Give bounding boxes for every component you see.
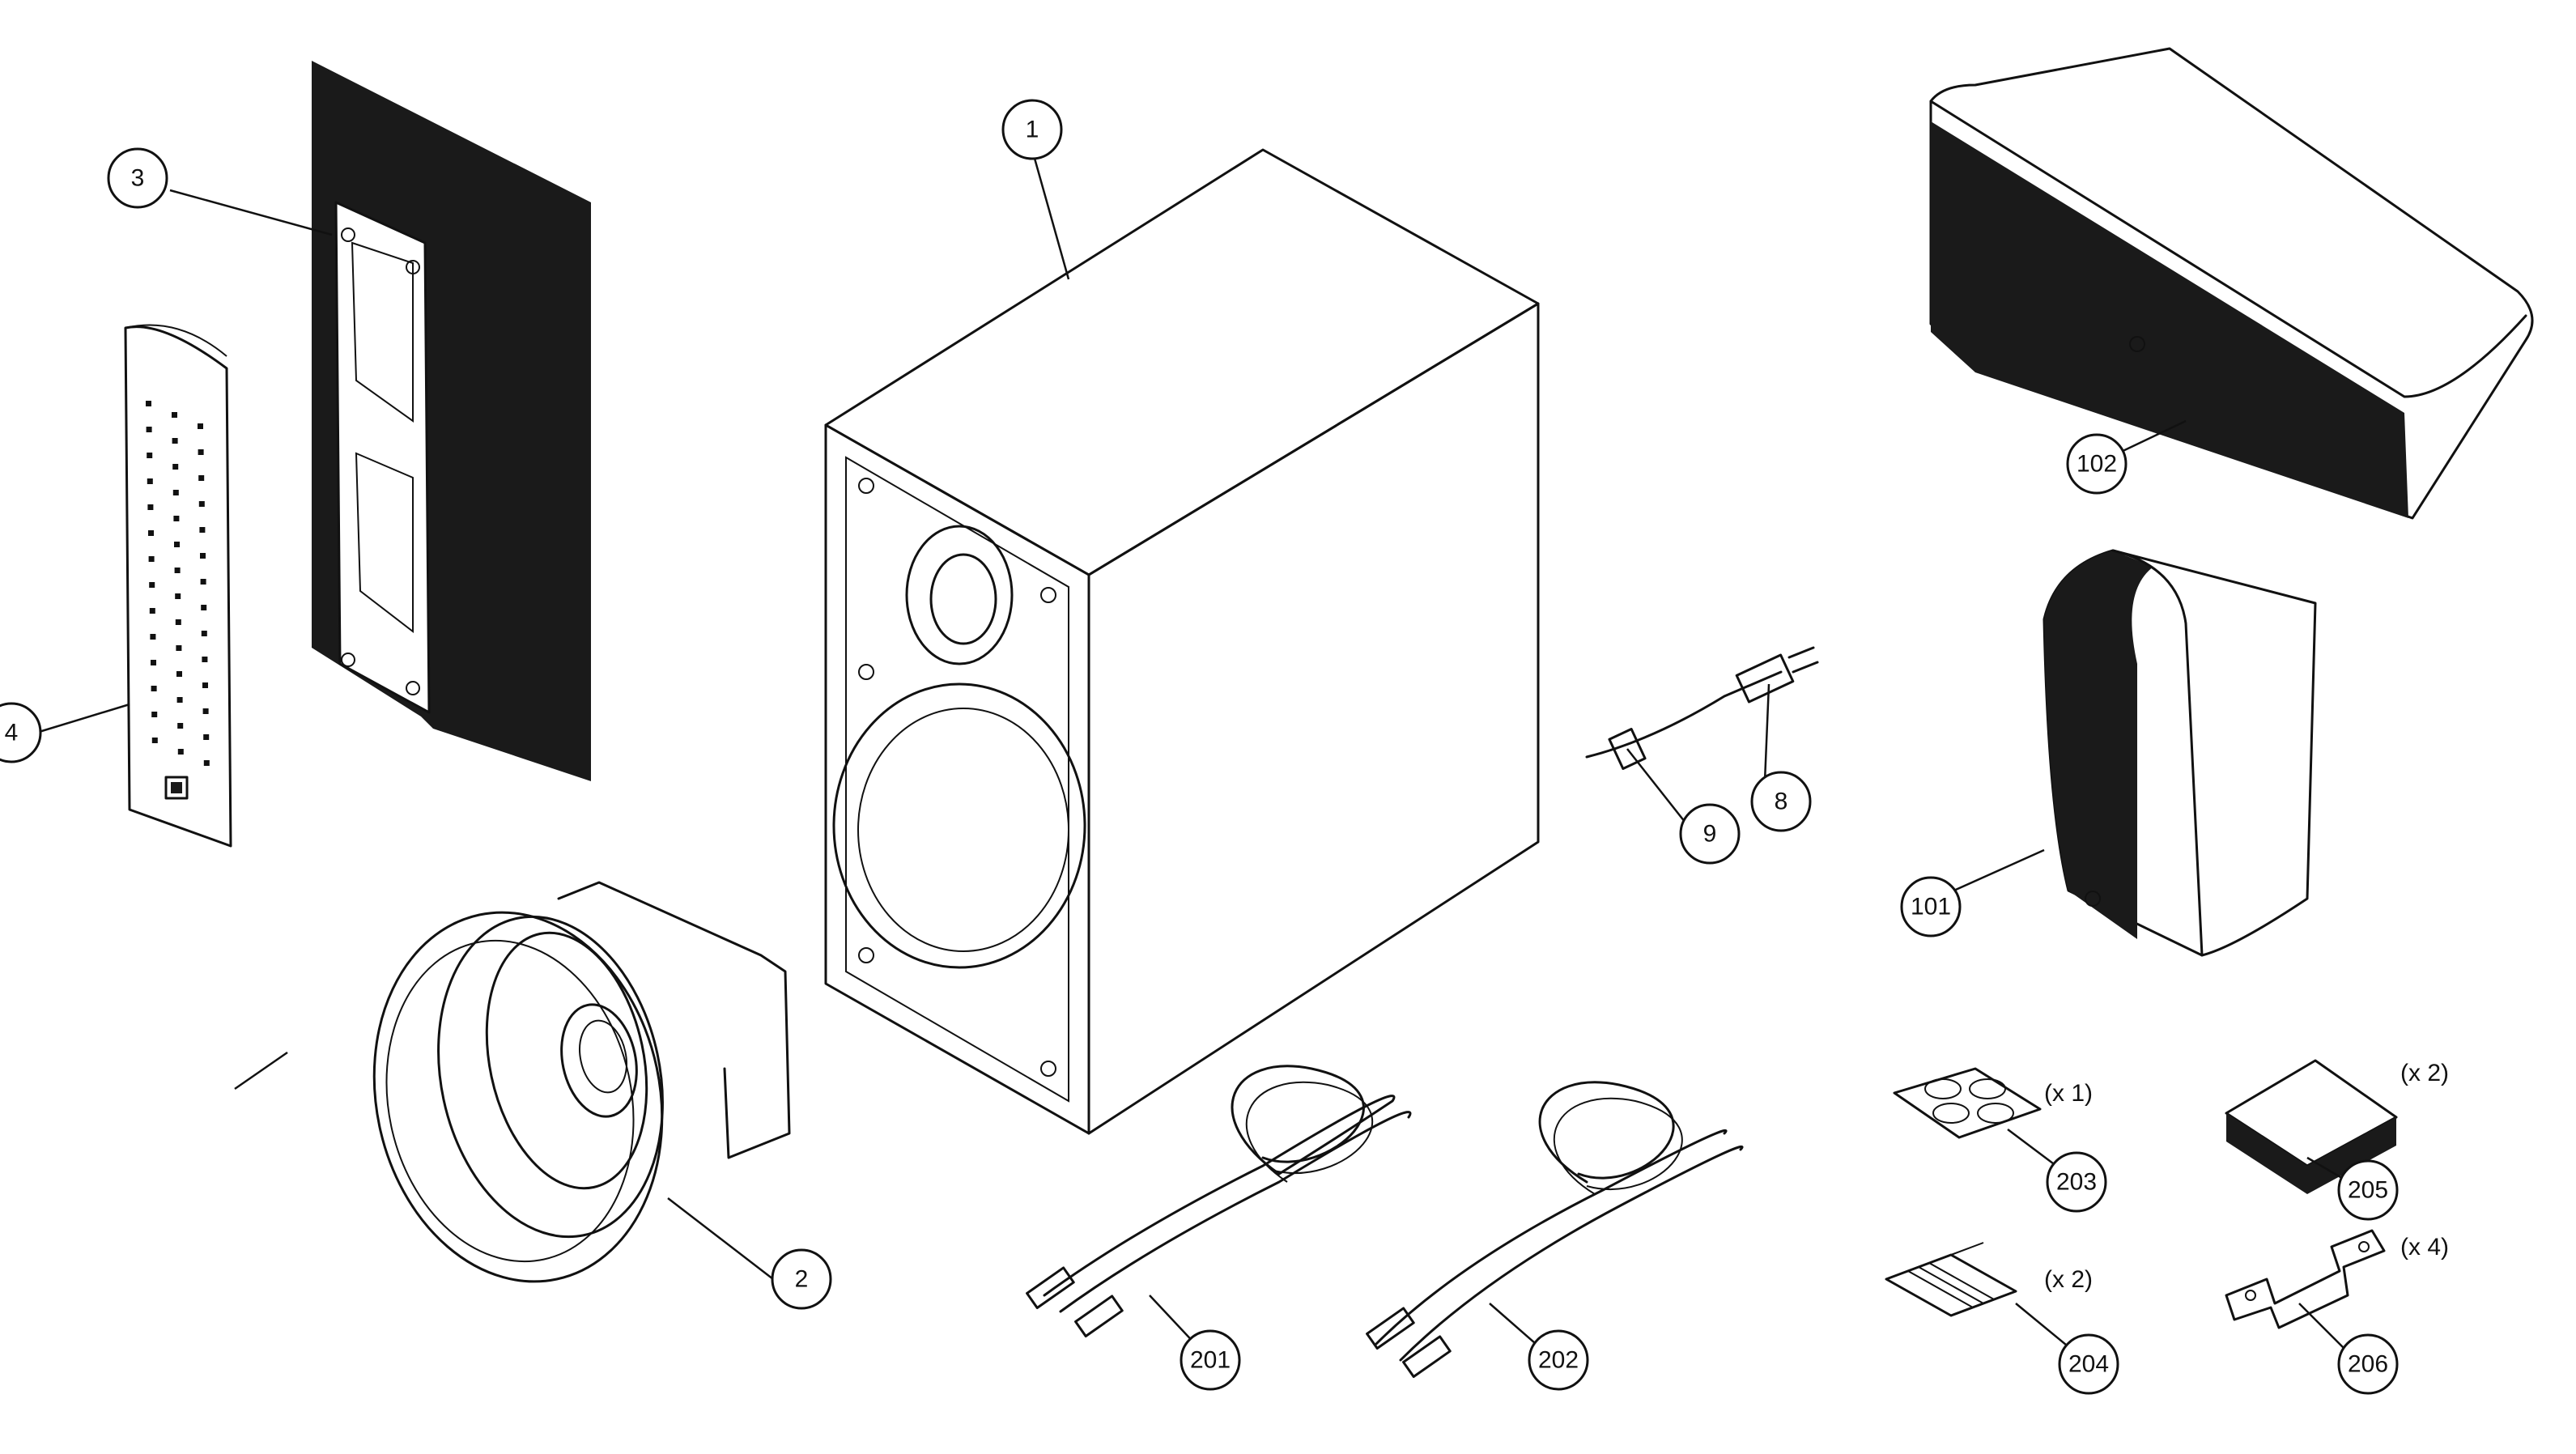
- grille-hole: [198, 449, 204, 455]
- callout-202: 202: [1528, 1329, 1589, 1391]
- part-2-woofer: [372, 881, 791, 1283]
- grille-hole: [177, 723, 184, 729]
- callout-3-label: 3: [131, 165, 145, 192]
- grille-hole: [149, 582, 155, 588]
- callout-8-label: 8: [1775, 789, 1788, 815]
- grille-hole: [176, 697, 183, 703]
- part-204-grid-pads: [1885, 1242, 2017, 1317]
- grille-hole: [177, 749, 184, 755]
- part-4-grille: [124, 324, 232, 848]
- grille-hole: [200, 553, 206, 559]
- part-1-cabinet: [824, 148, 1540, 1135]
- callout-4-label: 4: [5, 720, 19, 746]
- grille-hole: [173, 516, 180, 521]
- grille-hole: [151, 686, 157, 691]
- grille-hole: [172, 464, 179, 470]
- grille-hole: [147, 453, 153, 458]
- grille-hole: [174, 542, 180, 547]
- callout-1-label: 1: [1026, 117, 1039, 143]
- callout-101-label: 101: [1911, 894, 1951, 920]
- grille-hole: [203, 734, 210, 740]
- part-202-jack-cable: [1366, 1081, 1744, 1378]
- grille-hole: [148, 556, 155, 562]
- quantity-204: (x 2): [2044, 1266, 2093, 1293]
- callout-9: 9: [1679, 803, 1741, 865]
- part-3-front-baffle: [312, 61, 591, 781]
- grille-hole: [198, 423, 203, 429]
- callout-9-label: 9: [1703, 821, 1717, 848]
- callout-204: 204: [2058, 1333, 2119, 1395]
- grille-hole: [172, 438, 178, 444]
- callout-202-label: 202: [1538, 1347, 1579, 1374]
- grille-hole: [200, 579, 206, 585]
- grille-hole: [202, 682, 208, 688]
- part-201-rca-cable: [1026, 1065, 1412, 1337]
- callout-8: 8: [1750, 771, 1812, 832]
- grille-hole: [148, 530, 154, 536]
- grille-hole: [202, 708, 209, 714]
- quantity-203: (x 1): [2044, 1080, 2093, 1107]
- callout-4: 4: [0, 702, 42, 763]
- quantity-205: (x 2): [2400, 1060, 2449, 1086]
- callout-102-label: 102: [2077, 451, 2117, 478]
- grille-hole: [151, 660, 156, 665]
- callout-205-label: 205: [2348, 1177, 2388, 1204]
- grille-hole: [146, 427, 152, 432]
- part-8-9-power-cord: [1585, 646, 1819, 770]
- part-206-bracket: [2225, 1229, 2386, 1329]
- callout-1: 1: [1001, 99, 1063, 160]
- callout-2-label: 2: [795, 1266, 809, 1293]
- callout-2: 2: [771, 1248, 832, 1310]
- part-102-center-speaker: [1929, 47, 2534, 520]
- grille-hole: [147, 478, 153, 484]
- grille-perforations: [146, 401, 210, 766]
- grille-hole: [201, 631, 207, 636]
- callout-101: 101: [1900, 876, 1962, 937]
- callout-203-label: 203: [2056, 1169, 2097, 1196]
- quantity-206: (x 4): [2400, 1234, 2449, 1261]
- grille-hole: [147, 504, 154, 510]
- callout-205: 205: [2337, 1159, 2399, 1221]
- callout-203: 203: [2046, 1151, 2107, 1213]
- leader-lines: [36, 149, 2357, 1361]
- grille-hole: [175, 593, 181, 599]
- grille-hole: [151, 712, 158, 717]
- grille-hole: [172, 490, 179, 495]
- grille-hole: [203, 760, 210, 766]
- callout-102: 102: [2066, 433, 2128, 495]
- callout-206-label: 206: [2348, 1351, 2388, 1378]
- callout-201-label: 201: [1190, 1347, 1231, 1374]
- part-101-satellite-speaker: [2043, 549, 2317, 957]
- callout-3: 3: [107, 147, 168, 209]
- grille-hole: [202, 657, 208, 662]
- grille-hole: [149, 608, 155, 614]
- callout-204-label: 204: [2068, 1351, 2109, 1378]
- grille-hole: [146, 401, 151, 406]
- grille-hole: [151, 738, 158, 743]
- grille-hole: [175, 619, 181, 625]
- part-205-block: [2225, 1059, 2398, 1194]
- part-203-foot-pads: [1893, 1067, 2042, 1139]
- callout-206: 206: [2337, 1333, 2399, 1395]
- grille-hole: [176, 671, 182, 677]
- grille-hole: [199, 527, 206, 533]
- grille-hole: [198, 501, 205, 507]
- grille-hole: [176, 645, 182, 651]
- callout-201: 201: [1180, 1329, 1241, 1391]
- grille-hole: [174, 568, 181, 573]
- grille-hole: [150, 634, 156, 640]
- grille-hole: [201, 605, 207, 610]
- grille-hole: [198, 475, 205, 481]
- grille-hole: [172, 412, 177, 418]
